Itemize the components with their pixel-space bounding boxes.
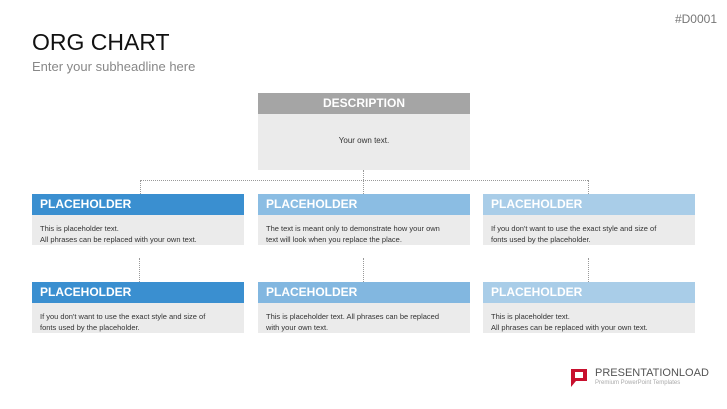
org-box-title: PLACEHOLDER: [258, 282, 470, 303]
text-line: with your own text.: [266, 323, 329, 332]
text-line: If you don't want to use the exact style…: [491, 224, 657, 233]
logo-brand: PRESENTATIONLOAD: [595, 367, 709, 379]
org-box-text: This is placeholder text. All phrases ca…: [258, 303, 470, 333]
org-box: PLACEHOLDER This is placeholder text. All …: [32, 194, 244, 245]
text-line: The text is meant only to demonstrate ho…: [266, 224, 440, 233]
slide-code: #D0001: [674, 12, 717, 26]
connector: [139, 258, 140, 282]
text-line: This is placeholder text.: [491, 312, 570, 321]
text-line: fonts used by the placeholder.: [491, 235, 591, 244]
org-box: PLACEHOLDER This is placeholder text. All…: [258, 282, 470, 333]
org-box-title: PLACEHOLDER: [483, 282, 695, 303]
text-line: If you don't want to use the exact style…: [40, 312, 206, 321]
org-box-text: This is placeholder text. All phrases can…: [32, 215, 244, 245]
org-box-text: This is placeholder text. All phrases can…: [483, 303, 695, 333]
org-box-title: PLACEHOLDER: [483, 194, 695, 215]
org-box-title: PLACEHOLDER: [32, 194, 244, 215]
logo-tagline: Premium PowerPoint Templates: [595, 380, 681, 386]
org-box-text: If you don't want to use the exact style…: [483, 215, 695, 245]
org-box: PLACEHOLDER The text is meant only to dem…: [258, 194, 470, 245]
description-text: Your own text.: [258, 114, 470, 170]
connector: [588, 180, 589, 194]
text-line: text will look when you replace the plac…: [266, 235, 402, 244]
connector: [140, 180, 588, 181]
text-line: All phrases can be replaced with your ow…: [491, 323, 648, 332]
description-title: DESCRIPTION: [258, 93, 470, 114]
text-line: fonts used by the placeholder.: [40, 323, 140, 332]
description-box: DESCRIPTION Your own text.: [258, 93, 470, 170]
org-box-text: The text is meant only to demonstrate ho…: [258, 215, 470, 245]
text-line: This is placeholder text.: [40, 224, 119, 233]
text-line: This is placeholder text. All phrases ca…: [266, 312, 440, 321]
org-box-text: If you don't want to use the exact style…: [32, 303, 244, 333]
logo-icon: [571, 369, 587, 387]
connector: [140, 180, 141, 194]
connector: [363, 180, 364, 194]
text-line: All phrases can be replaced with your ow…: [40, 235, 197, 244]
page-subtitle: Enter your subheadline here: [32, 59, 196, 74]
org-box: PLACEHOLDER If you don't want to use the …: [483, 194, 695, 245]
connector: [363, 170, 364, 180]
org-box: PLACEHOLDER If you don't want to use the …: [32, 282, 244, 333]
org-box-title: PLACEHOLDER: [258, 194, 470, 215]
org-box: PLACEHOLDER This is placeholder text. All …: [483, 282, 695, 333]
org-box-title: PLACEHOLDER: [32, 282, 244, 303]
connector: [363, 258, 364, 282]
page-title: ORG CHART: [32, 29, 170, 55]
connector: [588, 258, 589, 282]
